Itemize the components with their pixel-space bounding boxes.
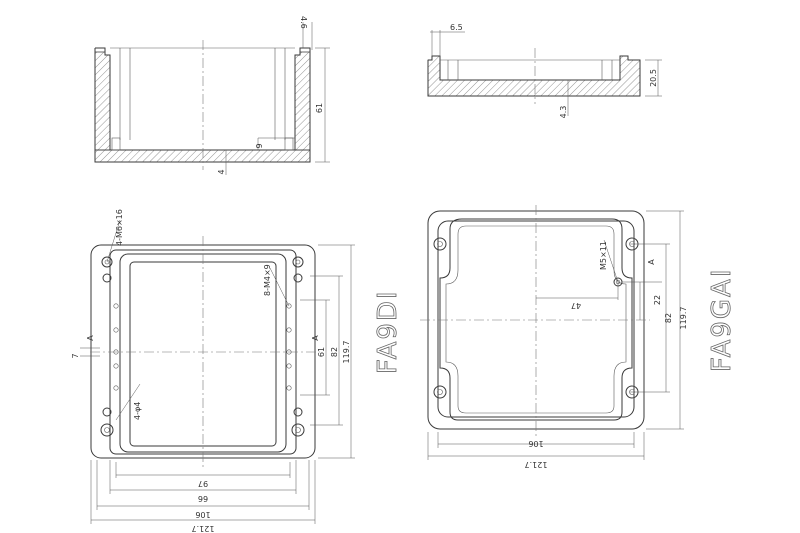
note-m5x11: M5×11 — [599, 241, 608, 270]
dim-82-plan: 82 — [330, 347, 339, 357]
dim-106-lid: 106 — [528, 439, 543, 448]
dim-121-7-lid: 121.7 — [525, 460, 548, 469]
model-fa9di: FA9DI — [373, 289, 403, 374]
section-view-base: 4.6 61 9 4 — [94, 16, 330, 175]
dim-119-7-lid: 119.7 — [679, 307, 688, 330]
mark-7: 7 — [71, 353, 80, 358]
dim-22: 22 — [653, 295, 662, 305]
dim-20-5: 20.5 — [649, 69, 658, 87]
dim-61-plan: 61 — [317, 347, 326, 357]
plan-view-lid: M5×11 47 22 82 119.7 106 121.7 A FA9GAI — [420, 205, 737, 469]
right-wall-hatch — [294, 51, 311, 151]
dim-4: 4 — [217, 169, 226, 174]
dim-82-lid: 82 — [664, 313, 673, 323]
plan-view-base: 97 66 106 121.7 61 82 119.7 4-M6×16 8-M4… — [71, 209, 403, 533]
dim-61: 61 — [315, 103, 324, 113]
floor-hatch — [94, 149, 311, 163]
left-wall-hatch — [94, 51, 111, 151]
mark-a-left: A — [86, 335, 95, 341]
note-8-m4x9: 8-M4×9 — [263, 264, 272, 296]
note-4-phi4: 4-φ4 — [133, 402, 142, 420]
dim-119-7-plan: 119.7 — [342, 341, 351, 364]
mark-a-lid: A — [647, 259, 656, 265]
note-4-m6x16: 4-M6×16 — [115, 209, 124, 246]
dim-9: 9 — [255, 143, 264, 148]
dim-4-6: 4.6 — [299, 16, 308, 29]
lid-hatch — [427, 55, 641, 97]
dim-6-5: 6.5 — [450, 23, 463, 32]
dim-47: 47 — [571, 301, 581, 310]
dim-106: 106 — [195, 510, 210, 519]
model-fa9gai: FA9GAI — [707, 268, 737, 373]
dim-97: 97 — [198, 479, 208, 488]
dim-4-3: 4.3 — [559, 106, 568, 119]
mark-a-right: A — [311, 335, 320, 341]
dim-121-7: 121.7 — [192, 524, 215, 533]
section-view-lid: 6.5 20.5 4.3 — [427, 23, 662, 119]
dim-66: 66 — [198, 494, 208, 503]
